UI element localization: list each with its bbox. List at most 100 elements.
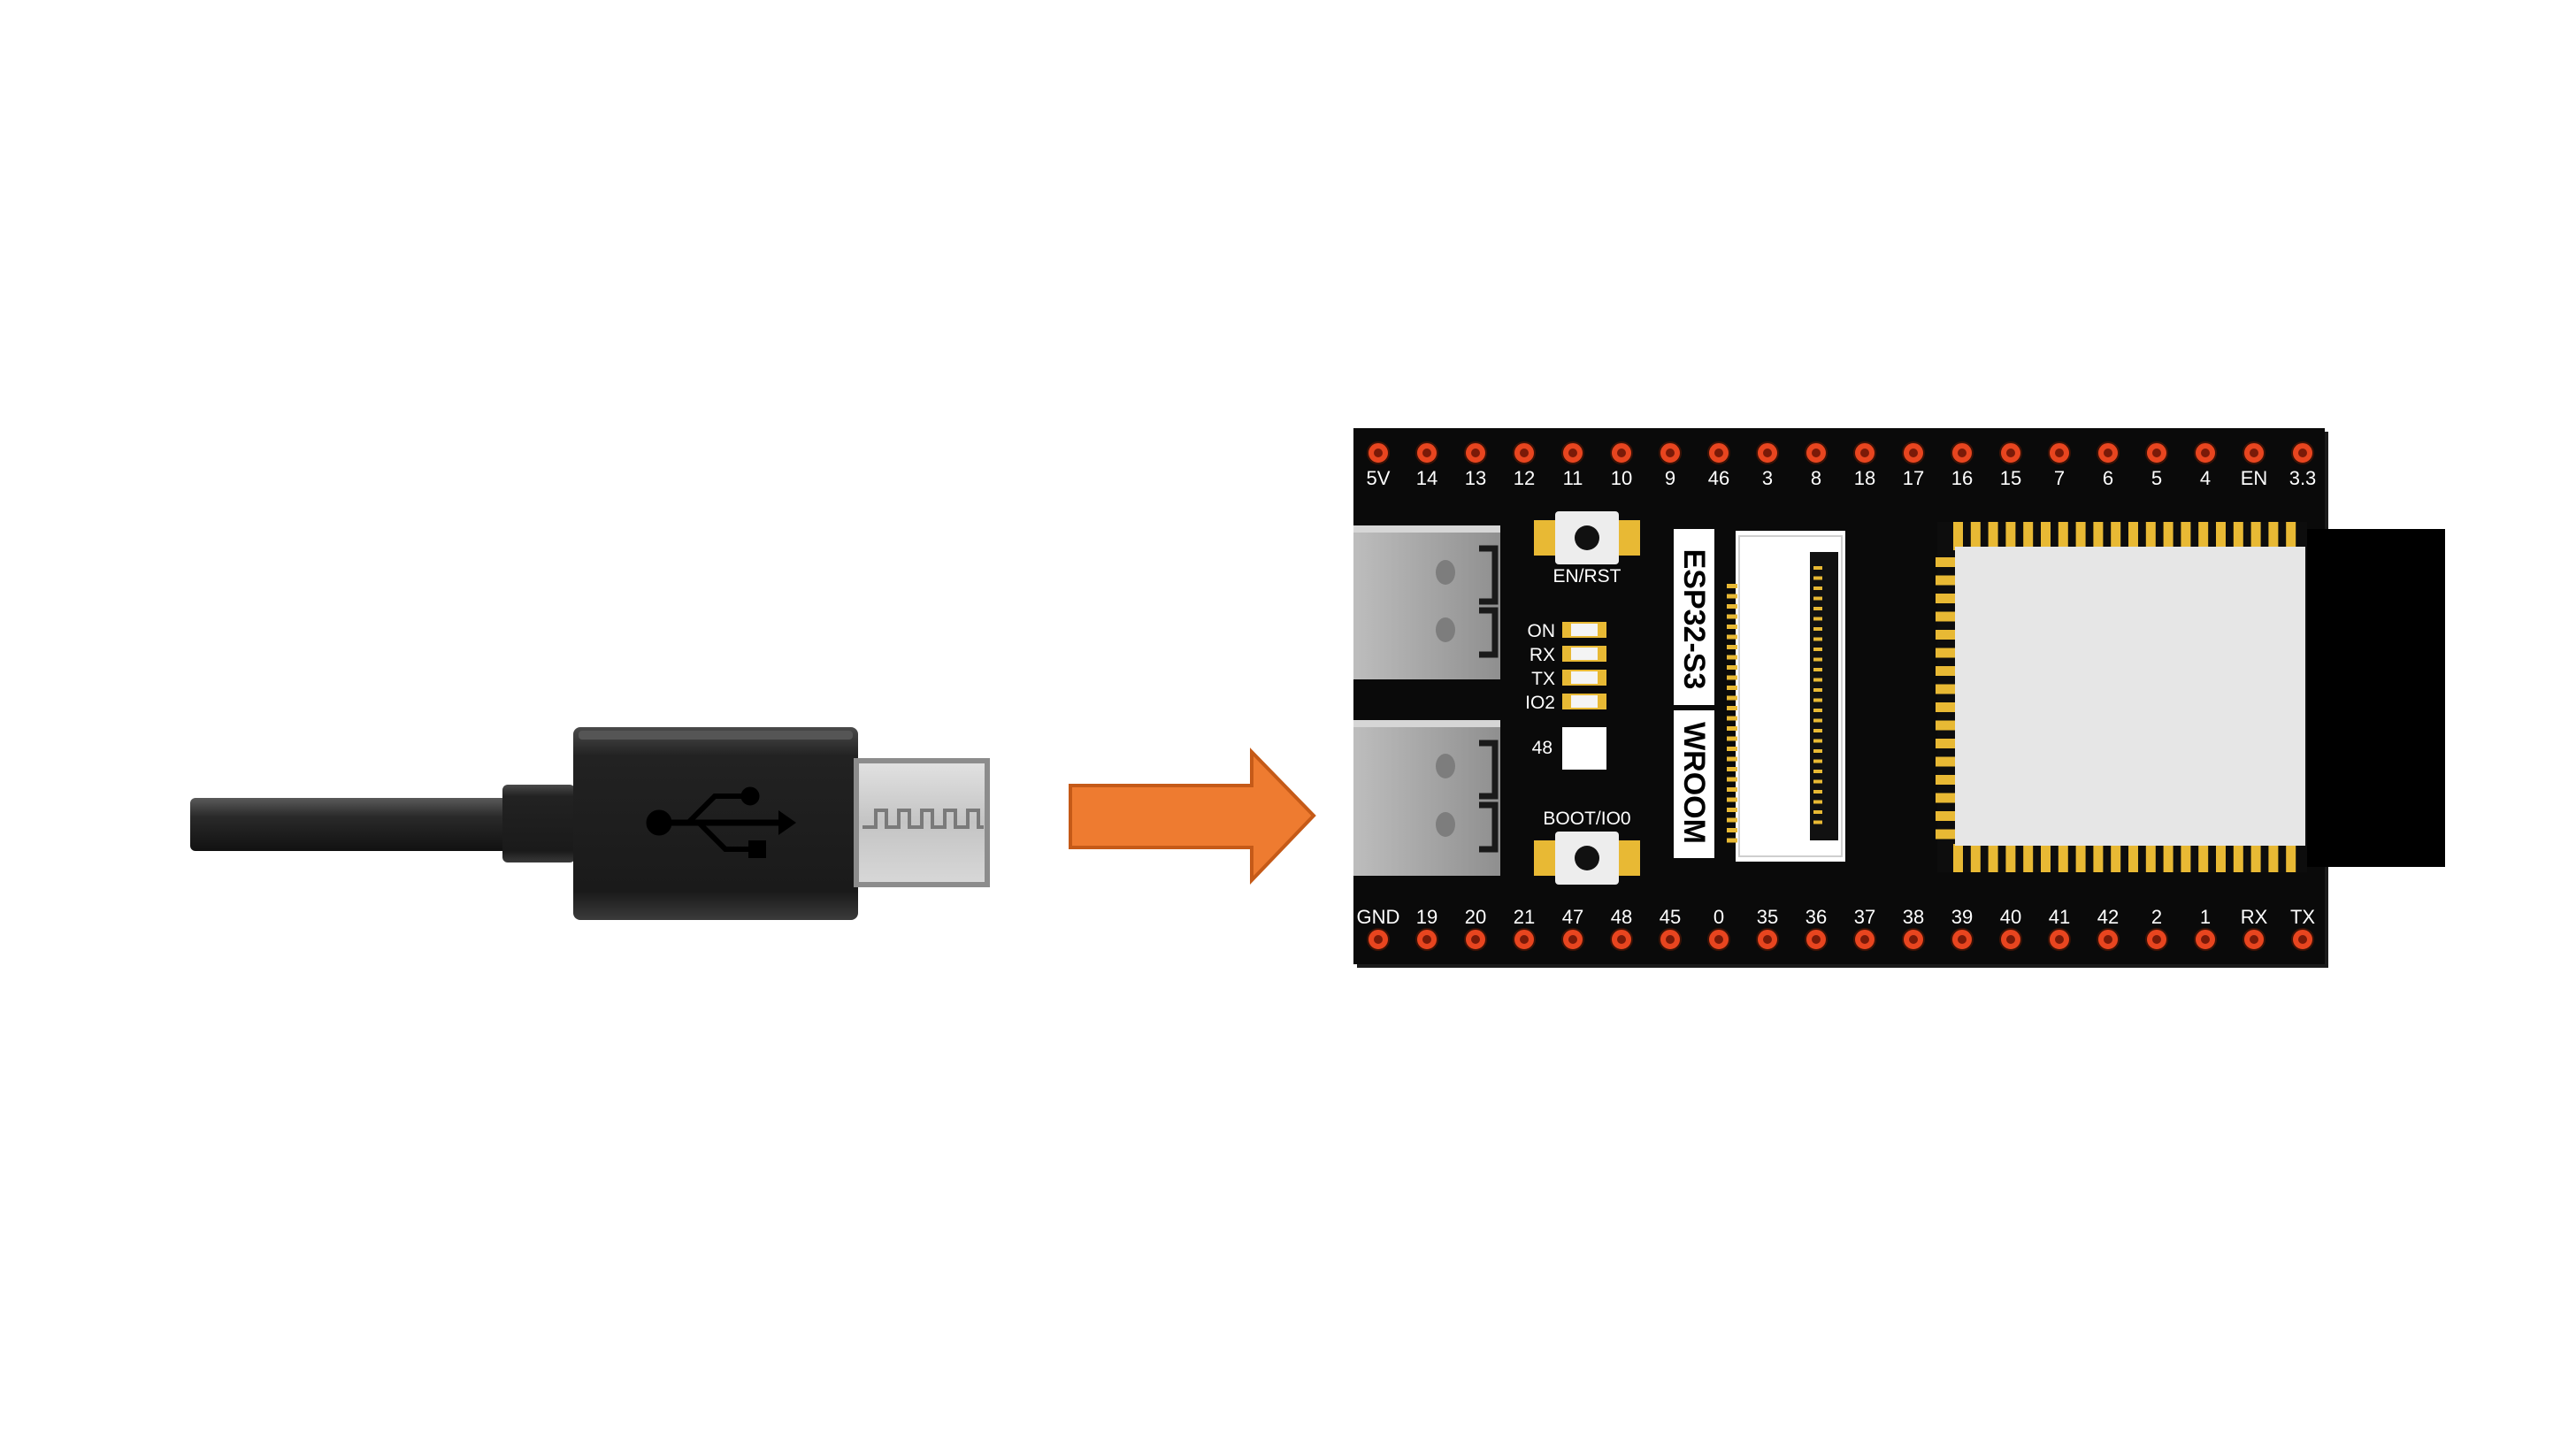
wroom-module [1936, 522, 2307, 872]
module-pad-top [1953, 522, 1963, 550]
module-pad-bottom [2023, 844, 2034, 872]
module-pad-bottom [2093, 844, 2104, 872]
bottom-pin-3 [1464, 928, 1487, 951]
fpc-pin [1813, 810, 1822, 814]
bottom-pin-10 [1805, 928, 1828, 951]
bottom-pin-label: 19 [1416, 906, 1438, 928]
bottom-pin-8 [1707, 928, 1730, 951]
bottom-pin-label: 35 [1757, 906, 1778, 928]
module-pad-bottom [2145, 844, 2156, 872]
module-shield [1955, 547, 2305, 846]
fpc-pin [1813, 709, 1822, 712]
bottom-pin-15 [2048, 928, 2071, 951]
top-pin-10 [1805, 441, 1828, 464]
fpc-pin [1813, 627, 1822, 631]
module-pad-side [1936, 594, 1964, 603]
top-pin-label: EN [2241, 467, 2268, 489]
boot-button[interactable] [1534, 832, 1640, 885]
module-pad-bottom [2075, 844, 2086, 872]
fpc-pin [1813, 820, 1822, 824]
camera-connector [1727, 531, 1845, 862]
top-pin-label: 5 [2151, 467, 2162, 489]
bottom-pin-label: 36 [1806, 906, 1827, 928]
fpc-pin [1813, 657, 1822, 662]
led-label: RX [1530, 645, 1555, 665]
bottom-pin-5 [1561, 928, 1584, 951]
fpc-pin [1727, 756, 1737, 762]
module-pad-top [2286, 522, 2296, 550]
top-pin-label: 9 [1665, 467, 1675, 489]
fpc-pin [1727, 665, 1737, 670]
fpc-pin [1813, 637, 1822, 641]
fpc-pin [1813, 596, 1822, 601]
fpc-pins-right [1813, 566, 1822, 824]
fpc-pin [1727, 747, 1737, 751]
module-pad-top [2163, 522, 2174, 550]
module-pad-bottom [2005, 844, 2016, 872]
top-pin-label: 14 [1416, 467, 1438, 489]
module-pad-side [1936, 648, 1964, 658]
module-pad-bottom [2216, 844, 2226, 872]
boot-button-label: BOOT/IO0 [1543, 809, 1630, 829]
top-pin-7 [1659, 441, 1682, 464]
fpc-pin [1727, 787, 1737, 792]
cable-strain-relief [502, 785, 575, 862]
top-pin-label: 10 [1611, 467, 1632, 489]
top-pin-label: 4 [2200, 467, 2211, 489]
board-label-box [1674, 529, 1714, 858]
module-pad-bottom [2128, 844, 2138, 872]
bottom-pin-6 [1610, 928, 1633, 951]
bottom-pin-2 [1415, 928, 1438, 951]
top-pin-label: 5V [1367, 467, 1391, 489]
cable-wire [190, 798, 510, 851]
bottom-pin-label: 40 [2000, 906, 2021, 928]
board-label-main: ESP32-S3 [1677, 549, 1711, 690]
fpc-pin [1813, 770, 1822, 773]
top-pin-20 [2291, 441, 2314, 464]
module-pad-top [2075, 522, 2086, 550]
top-pin-18 [2194, 441, 2217, 464]
status-led-4 [1562, 694, 1606, 709]
bottom-pin-18 [2194, 928, 2217, 951]
reset-button[interactable] [1534, 511, 1640, 564]
fpc-pin [1813, 739, 1822, 743]
module-pad-bottom [2041, 844, 2051, 872]
led-label: TX [1531, 669, 1555, 689]
module-pad-side [1936, 684, 1964, 694]
fpc-pin [1727, 808, 1737, 812]
module-pad-side [1936, 811, 1964, 821]
top-pin-13 [1951, 441, 1974, 464]
led-label: IO2 [1525, 693, 1555, 713]
fpc-pin [1813, 718, 1822, 723]
fpc-pin [1813, 800, 1822, 804]
module-pad-top [2198, 522, 2209, 550]
module-pad-top [2111, 522, 2121, 550]
status-led-3 [1562, 670, 1606, 686]
module-pad-bottom [2198, 844, 2209, 872]
top-pin-label: 18 [1854, 467, 1875, 489]
fpc-pin [1727, 777, 1737, 782]
status-led-1 [1562, 622, 1606, 638]
bottom-pin-20 [2291, 928, 2314, 951]
fpc-pin [1727, 686, 1737, 690]
bottom-pin-label: 47 [1562, 906, 1583, 928]
top-pin-9 [1756, 441, 1779, 464]
bottom-pin-label: 0 [1714, 906, 1724, 928]
top-pin-8 [1707, 441, 1730, 464]
top-pin-label: 13 [1465, 467, 1486, 489]
right-arrow-icon [1069, 748, 1316, 885]
bottom-pin-label: 2 [2151, 906, 2162, 928]
status-led-2 [1562, 646, 1606, 662]
bottom-pin-label: TX [2290, 906, 2315, 928]
top-pin-4 [1513, 441, 1536, 464]
top-pin-5 [1561, 441, 1584, 464]
module-pad-top [2145, 522, 2156, 550]
top-pin-1 [1367, 441, 1390, 464]
module-pad-bottom [2181, 844, 2191, 872]
fpc-pin [1813, 566, 1822, 570]
fpc-pin [1727, 828, 1737, 832]
module-pad-bottom [1953, 844, 1963, 872]
top-pin-label: 3 [1762, 467, 1773, 489]
connector-contacts [862, 809, 984, 829]
